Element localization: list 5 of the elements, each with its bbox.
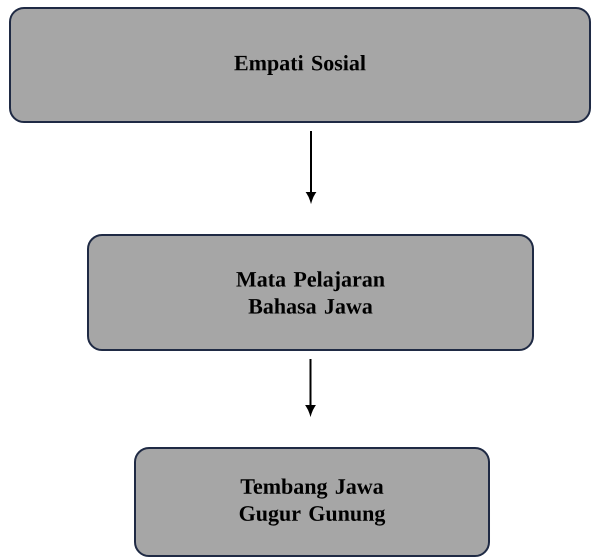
process-box: Empati Sosial [9,7,591,123]
process-box: Mata Pelajaran Bahasa Jawa [87,234,534,351]
arrow [306,131,316,202]
arrow [306,359,316,415]
process-box: Tembang Jawa Gugur Gunung [134,447,490,557]
